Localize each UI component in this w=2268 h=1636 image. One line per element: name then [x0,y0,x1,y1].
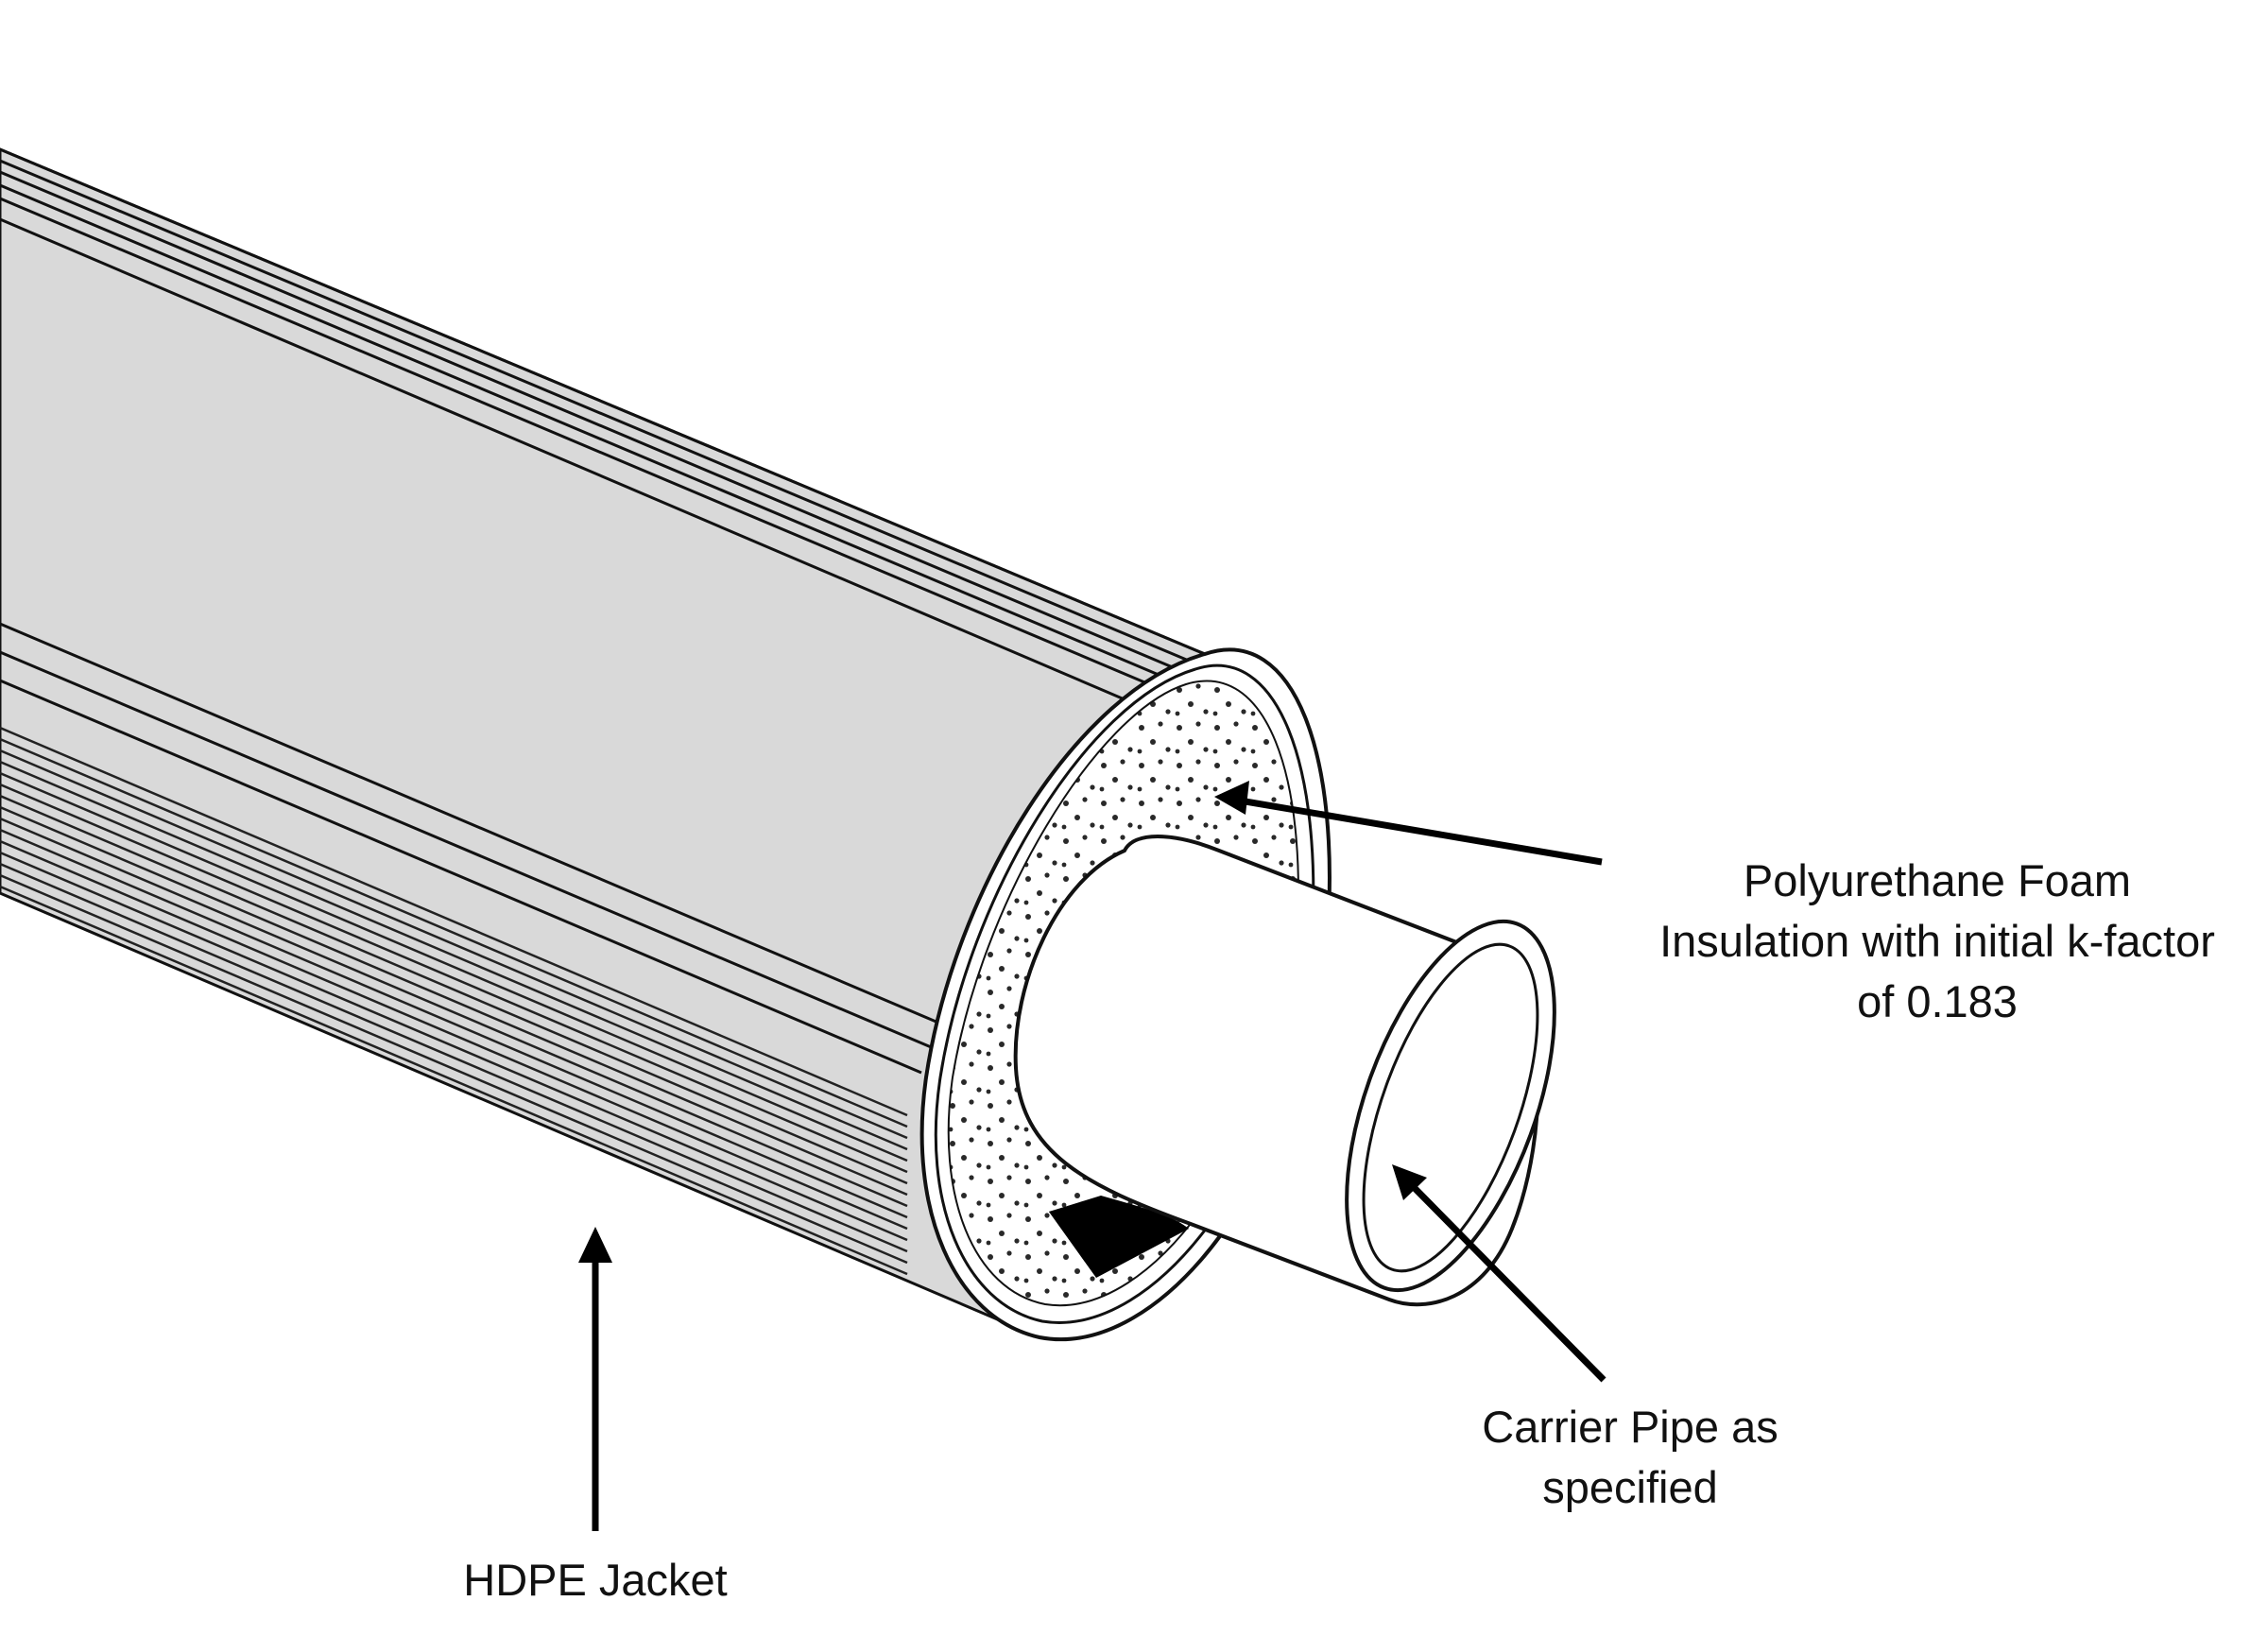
carrier-label-line1: Carrier Pipe as [1482,1402,1778,1452]
jacket-arrow [578,1227,612,1531]
jacket-label-line1: HDPE Jacket [463,1555,728,1605]
hdpe-jacket [0,147,1207,1340]
jacket-bottom-striations [0,726,908,1276]
jacket-top-edge-lines [0,147,1206,713]
foam-label: Polyurethane Foam Insulation with initia… [1606,851,2268,1032]
jacket-middle-lines [0,622,946,1075]
foam-label-line3: of 0.183 [1857,976,2018,1026]
foam-arrow [1214,781,1603,866]
carrier-arrow [1392,1164,1606,1383]
carrier-label-line2: specified [1542,1462,1718,1512]
foam-label-line1: Polyurethane Foam [1743,855,2132,905]
carrier-pipe-label: Carrier Pipe as specified [1418,1397,1843,1518]
foam-label-line2: Insulation with initial k-factor [1659,916,2215,966]
hdpe-jacket-label: HDPE Jacket [359,1550,832,1610]
